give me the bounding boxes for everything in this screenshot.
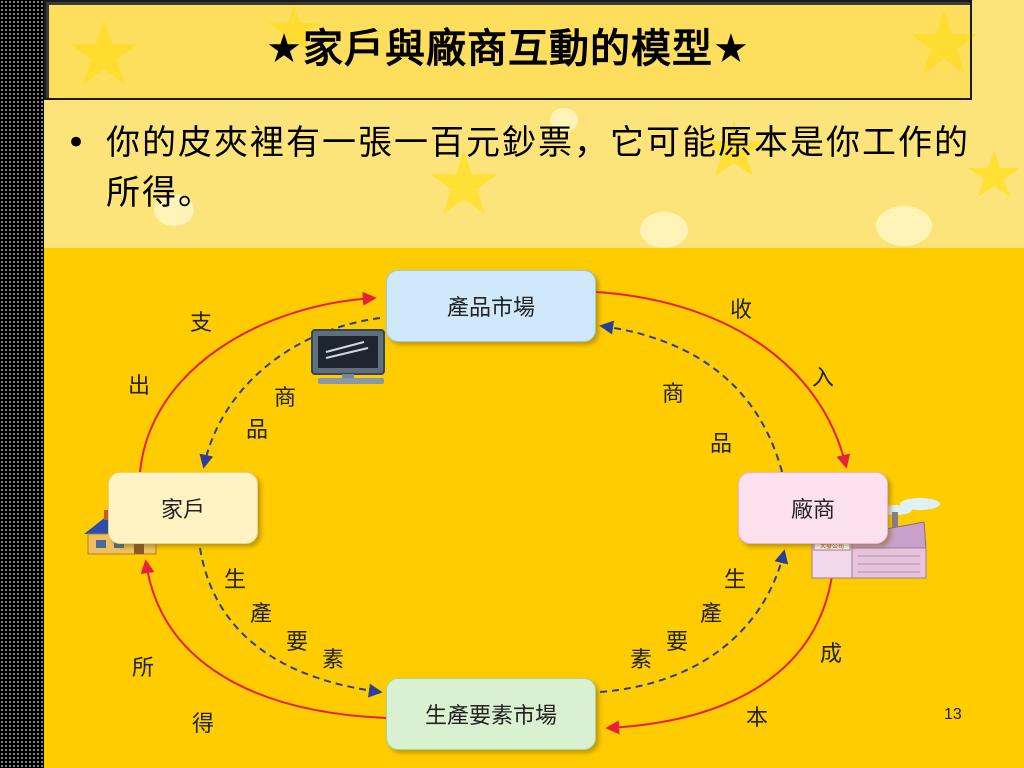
goods-label: 商 bbox=[273, 386, 296, 411]
factors-to-firm-arrow bbox=[599, 549, 789, 693]
factory-sign-text: 大發公司 bbox=[820, 542, 844, 550]
firm-node: 廠商 bbox=[738, 472, 888, 544]
income-label: 得 bbox=[191, 712, 214, 737]
page-number: 13 bbox=[944, 706, 962, 723]
bullet-marker: • bbox=[66, 123, 89, 163]
bullet-text: 你的皮夾裡有一張一百元鈔票，它可能原本是你工作的所得。 bbox=[106, 123, 970, 213]
background-stars-decoration bbox=[70, 5, 1020, 248]
factor-market-node: 生產要素市場 bbox=[386, 678, 596, 750]
factors-label: 生 bbox=[723, 568, 746, 593]
income-arrow bbox=[140, 559, 387, 719]
factors-label: 素 bbox=[321, 648, 344, 673]
goods-label: 品 bbox=[709, 432, 732, 457]
product-market-node: 產品市場 bbox=[386, 270, 596, 342]
factors-label: 要 bbox=[285, 630, 308, 655]
factors-label: 產 bbox=[249, 602, 272, 627]
factory-icon: 大發公司 bbox=[811, 498, 940, 579]
goods-label: 商 bbox=[661, 382, 684, 407]
cost-arrow bbox=[605, 575, 833, 735]
revenue-label: 入 bbox=[811, 366, 834, 391]
title-box: ★家戶與廠商互動的模型★ bbox=[44, 0, 972, 100]
slide-title: ★家戶與廠商互動的模型★ bbox=[266, 26, 750, 72]
expenditure-label: 出 bbox=[127, 374, 150, 399]
revenue-arrow bbox=[595, 291, 851, 469]
goods-from-firm-arrow bbox=[599, 320, 783, 473]
cost-label: 成 bbox=[819, 642, 842, 667]
bullet-paragraph: • 你的皮夾裡有一張一百元鈔票，它可能原本是你工作的所得。 bbox=[66, 118, 986, 218]
factors-from-household-arrow bbox=[199, 547, 383, 698]
dotted-side-strip bbox=[0, 0, 44, 768]
goods-label: 品 bbox=[245, 418, 268, 443]
factors-label: 素 bbox=[629, 648, 652, 673]
factors-label: 要 bbox=[665, 630, 688, 655]
revenue-label: 收 bbox=[729, 298, 752, 323]
computer-monitor-icon bbox=[311, 329, 385, 384]
factors-label: 產 bbox=[699, 602, 722, 627]
factors-label: 生 bbox=[223, 568, 246, 593]
expenditure-arrow bbox=[139, 291, 377, 473]
household-node: 家戶 bbox=[108, 472, 258, 544]
income-label: 所 bbox=[131, 656, 154, 681]
expenditure-label: 支 bbox=[189, 311, 212, 336]
cost-label: 本 bbox=[745, 706, 768, 731]
star-pattern-band bbox=[44, 0, 1024, 248]
